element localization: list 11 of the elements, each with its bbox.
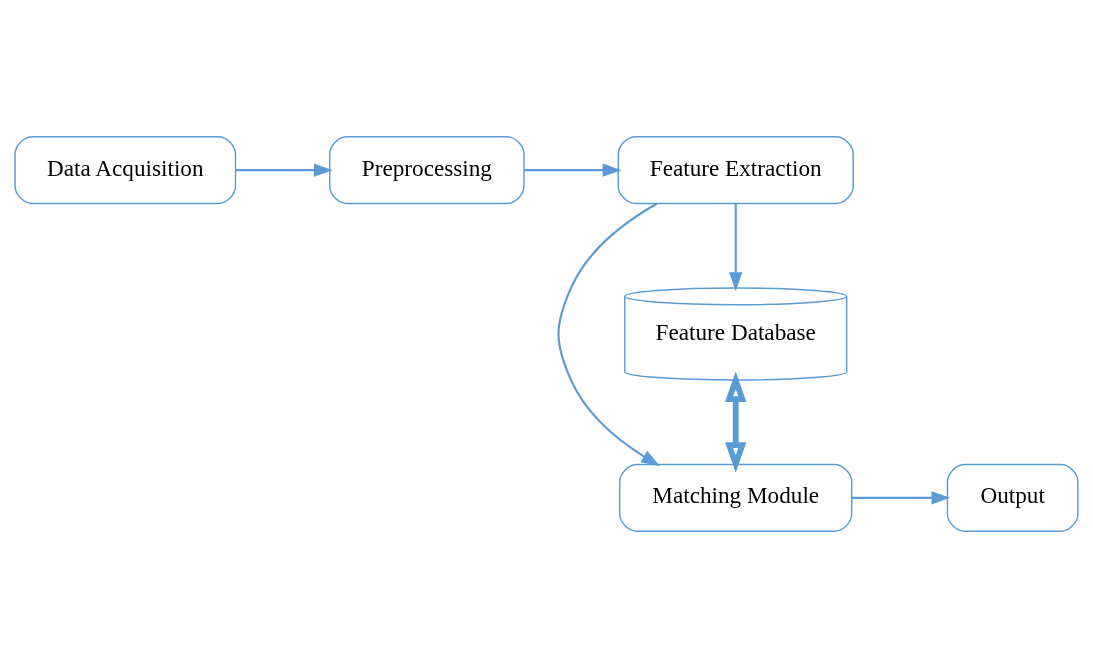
- node-box: Preprocessing: [329, 135, 525, 204]
- node-box: Data Acquisition: [14, 135, 237, 204]
- node-box: Matching Module: [619, 463, 853, 532]
- node-box: Output: [946, 463, 1079, 532]
- arrow: [729, 203, 743, 291]
- arrow: [725, 370, 747, 473]
- arrow: [557, 202, 661, 466]
- arrow: [851, 490, 951, 504]
- arrow: [235, 163, 333, 177]
- arrow: [524, 163, 622, 177]
- node-box: Feature Extraction: [617, 135, 854, 204]
